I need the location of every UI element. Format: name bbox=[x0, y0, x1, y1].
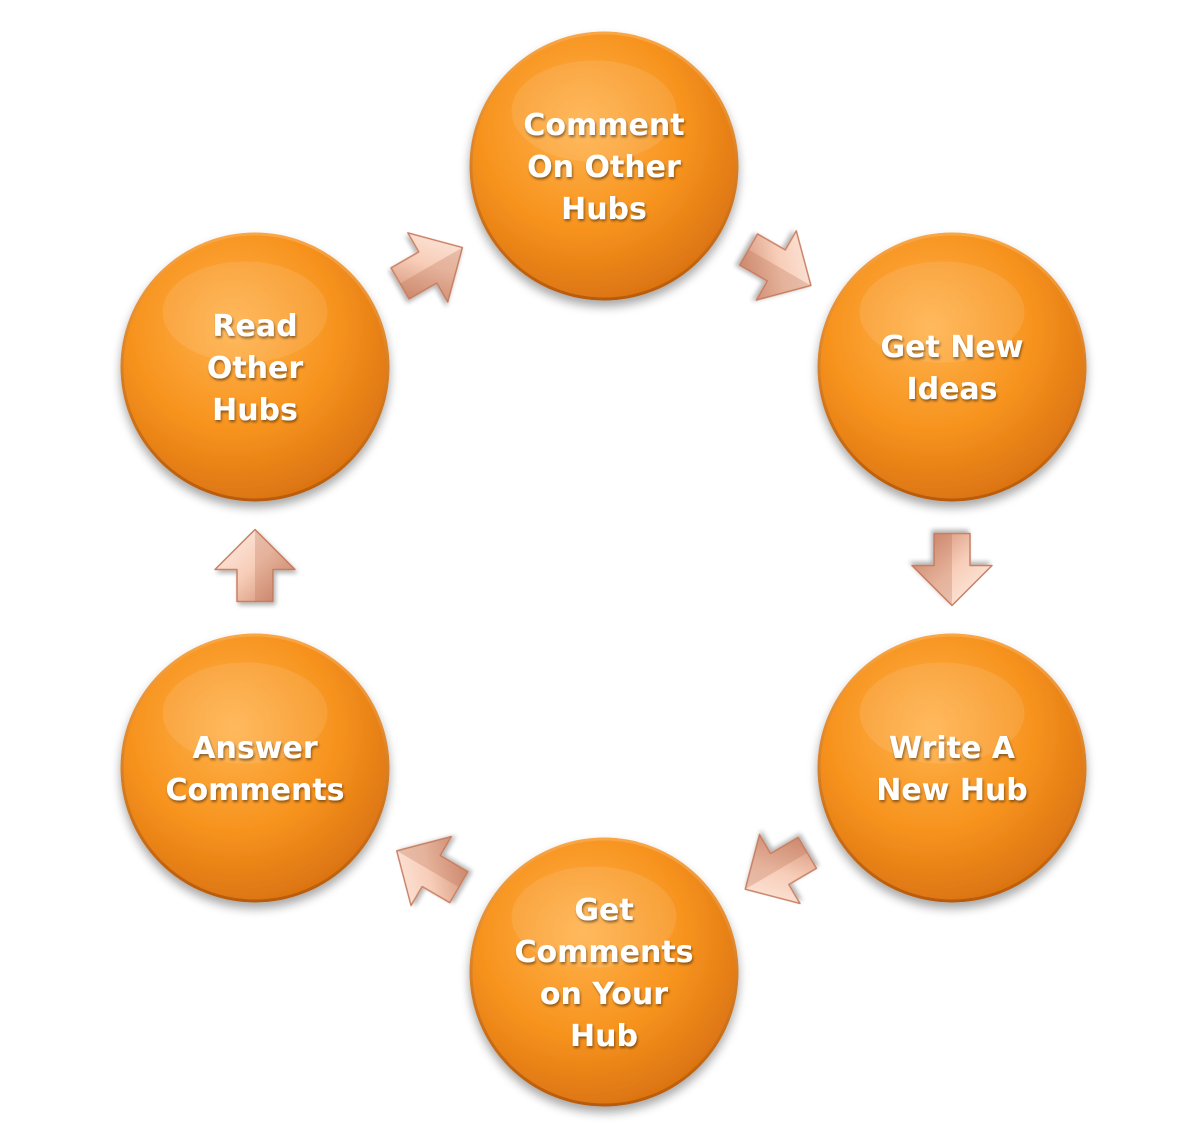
cycle-arrow bbox=[738, 230, 812, 301]
node-label-line: Hub bbox=[570, 1019, 638, 1054]
node-highlight bbox=[511, 866, 677, 968]
arrow-facet bbox=[912, 533, 952, 606]
node-label-line: Get bbox=[574, 893, 633, 928]
node-label-line: Other bbox=[207, 351, 304, 386]
node-label-line: New Hub bbox=[876, 773, 1028, 808]
node-label-line: Answer bbox=[192, 731, 317, 766]
cycle-arrow bbox=[214, 528, 296, 603]
node-write-a-new-hub: Write A New Hub bbox=[817, 633, 1087, 903]
arrow-facet bbox=[396, 836, 468, 888]
cycle-arrow bbox=[390, 232, 464, 303]
node-highlight bbox=[859, 662, 1025, 764]
arrow-facet bbox=[739, 249, 811, 301]
node-label-line: Write A bbox=[889, 731, 1016, 766]
node-label-line: Comments bbox=[514, 935, 693, 970]
cycle-arrow bbox=[911, 532, 993, 607]
node-circle bbox=[120, 232, 390, 502]
node-highlight bbox=[162, 662, 328, 764]
node-label-line: Comments bbox=[165, 773, 344, 808]
node-label-line: Hubs bbox=[212, 393, 298, 428]
node-label-line: Ideas bbox=[906, 372, 997, 407]
arrow-facet bbox=[255, 529, 295, 602]
arrow-body bbox=[744, 833, 818, 905]
arrow-facet bbox=[400, 247, 463, 303]
node-label-line: Read bbox=[212, 309, 297, 344]
node-circle bbox=[469, 31, 739, 301]
node-label-line: Comment bbox=[523, 108, 684, 143]
node-circle bbox=[120, 633, 390, 903]
node-label-line: On Other bbox=[527, 150, 681, 185]
node-circle bbox=[817, 232, 1087, 502]
cycle-arrow bbox=[744, 833, 818, 905]
arrow-body bbox=[390, 232, 464, 303]
cycle-arrow bbox=[395, 835, 469, 907]
node-circle bbox=[469, 837, 739, 1107]
node-label-line: on Your bbox=[540, 977, 668, 1012]
node-highlight bbox=[162, 261, 328, 363]
node-label-line: Hubs bbox=[561, 192, 647, 227]
arrow-facet bbox=[745, 834, 808, 890]
node-highlight bbox=[859, 261, 1025, 363]
node-circle bbox=[817, 633, 1087, 903]
node-highlight bbox=[511, 60, 677, 162]
node-label-line: Get New bbox=[881, 330, 1024, 365]
